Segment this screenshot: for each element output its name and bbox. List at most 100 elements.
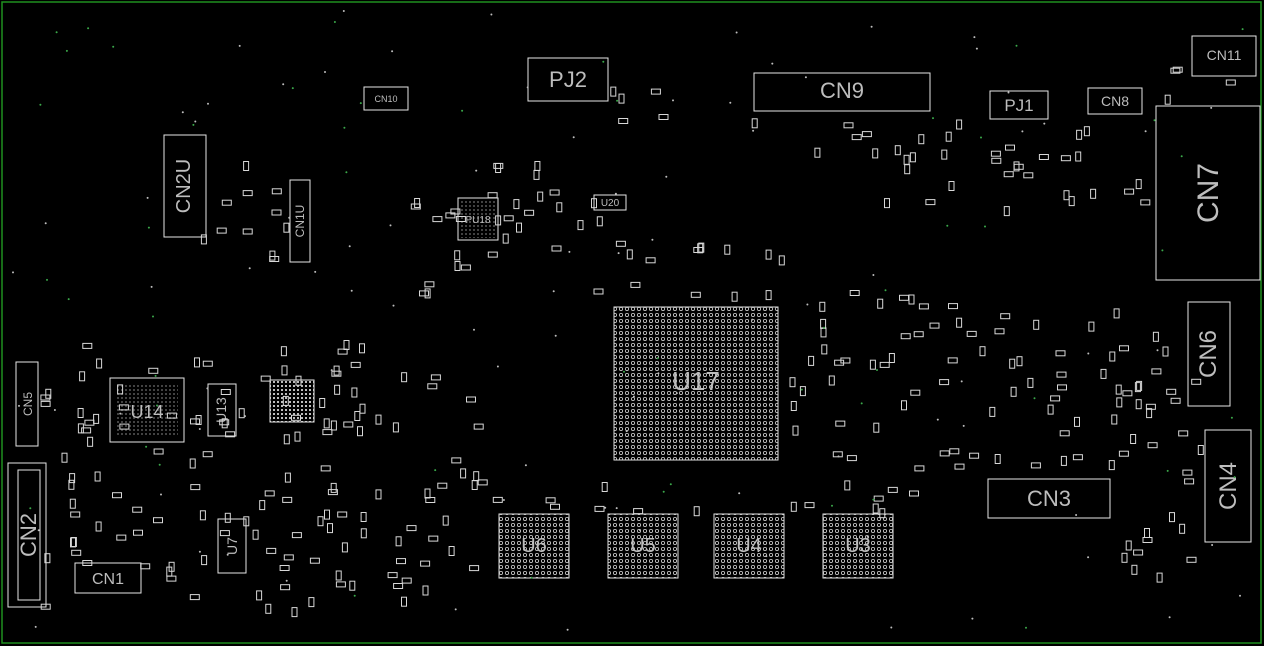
label-cn3: CN3 (1027, 486, 1071, 511)
passive-pad (697, 243, 704, 254)
passive-pad (265, 603, 272, 614)
via-dot (656, 357, 659, 360)
passive-pad (698, 242, 705, 253)
passive-pad (835, 420, 846, 427)
passive-pad (877, 298, 884, 309)
via-dot (87, 27, 90, 30)
via-dot (602, 60, 605, 63)
passive-pad (309, 557, 320, 564)
passive-pad (846, 455, 857, 462)
via-dot (285, 579, 288, 582)
passive-pad (359, 403, 366, 414)
passive-pad (869, 359, 876, 370)
passive-pad (1038, 154, 1049, 160)
passive-pad (1115, 384, 1122, 395)
passive-pad (281, 365, 288, 376)
passive-pad (929, 322, 940, 329)
via-dot (831, 504, 833, 507)
passive-pad (269, 256, 280, 262)
label-cn2: CN2 (16, 513, 41, 557)
passive-pad (1068, 196, 1075, 207)
passive-pad (166, 412, 177, 419)
component-cn2: CN2 (7, 462, 47, 608)
passive-pad (1033, 319, 1040, 330)
component-u20: U20 (593, 194, 627, 211)
passive-pad (843, 122, 854, 129)
passive-pad (626, 249, 633, 260)
via-dot (651, 238, 654, 241)
passive-pad (900, 333, 911, 340)
via-dot (150, 285, 153, 288)
passive-pad (284, 472, 291, 483)
passive-pad (545, 497, 556, 504)
passive-pad (1108, 460, 1115, 471)
via-dot (771, 62, 774, 65)
via-dot (616, 99, 619, 102)
passive-pad (724, 244, 731, 255)
passive-pad (1074, 416, 1080, 427)
label-cn8: CN8 (1101, 93, 1129, 109)
passive-pad (330, 420, 337, 431)
passive-pad (317, 516, 324, 527)
passive-pad (918, 303, 929, 310)
passive-pad (360, 512, 367, 522)
via-dot (12, 271, 14, 274)
label-u7: U7 (224, 537, 240, 555)
via-dot (154, 374, 157, 377)
passive-pad (132, 506, 143, 513)
passive-pad (221, 418, 228, 429)
via-dot (804, 76, 807, 79)
passive-pad (1090, 188, 1097, 199)
passive-pad (414, 198, 421, 208)
label-u4: U4 (736, 535, 762, 557)
via-dot (345, 171, 348, 174)
via-dot (67, 298, 70, 301)
passive-pad (799, 386, 806, 397)
passive-pad (401, 372, 408, 383)
component-u7: U7 (217, 518, 247, 574)
passive-pad (424, 488, 431, 499)
passive-pad (1182, 469, 1193, 476)
passive-pad (189, 458, 196, 469)
via-dot (662, 490, 665, 493)
via-dot (244, 415, 246, 418)
passive-pad (375, 489, 382, 500)
passive-pad (282, 395, 289, 406)
via-dot (502, 499, 505, 501)
passive-pad (1170, 397, 1181, 404)
passive-pad (537, 191, 544, 202)
passive-pad (359, 343, 365, 354)
via-dot (145, 445, 148, 448)
via-dot (960, 380, 963, 383)
passive-pad (45, 388, 52, 399)
passive-pad (994, 454, 1001, 464)
passive-pad (533, 169, 540, 180)
passive-pad (349, 580, 356, 591)
passive-pad (354, 411, 361, 421)
passive-pad (1072, 454, 1083, 461)
via-dot (461, 109, 464, 112)
passive-pad (334, 384, 341, 395)
passive-pad (291, 607, 298, 618)
passive-pad (1023, 172, 1034, 179)
passive-pad (939, 379, 950, 386)
passive-pad (70, 511, 81, 518)
passive-pad (77, 408, 84, 418)
passive-pad (195, 415, 202, 425)
passive-pad (427, 383, 438, 390)
passive-pad (1003, 206, 1010, 217)
passive-pad (903, 154, 910, 165)
passive-pad (153, 448, 164, 455)
passive-pad (1056, 371, 1067, 378)
via-dot (800, 388, 803, 391)
via-dot (1161, 249, 1164, 252)
passive-pad (40, 394, 51, 401)
component-cn1: CN1 (74, 562, 142, 594)
component-u13: U13 (207, 383, 237, 437)
passive-pad (990, 150, 1001, 157)
passive-pad (914, 465, 925, 472)
passive-pad (437, 482, 448, 489)
component-cn8: CN8 (1087, 87, 1143, 115)
passive-pad (1030, 462, 1041, 469)
passive-pad (1140, 199, 1151, 206)
